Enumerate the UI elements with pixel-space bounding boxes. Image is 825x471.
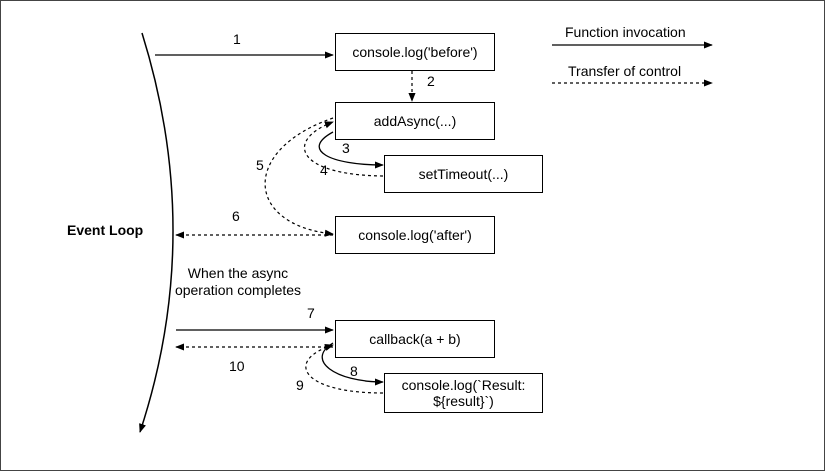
box-set-timeout: setTimeout(...) — [384, 155, 543, 193]
async-note: When the async operation completes — [174, 265, 302, 298]
arrow-step-9 — [305, 343, 384, 394]
step-number-10: 10 — [229, 358, 245, 374]
step-number-6: 6 — [232, 208, 240, 224]
step-number-5: 5 — [256, 157, 264, 173]
event-loop-label: Event Loop — [67, 222, 144, 238]
step-number-7: 7 — [307, 305, 315, 321]
box-callback: callback(a + b) — [335, 320, 495, 358]
box-console-log-after-label: console.log('after') — [358, 227, 472, 243]
box-console-log-result-line2: ${result}`) — [433, 393, 494, 409]
box-console-log-result-line1: console.log(`Result: — [401, 377, 526, 393]
box-console-log-result: console.log(`Result: ${result}`) — [384, 373, 543, 413]
box-add-async: addAsync(...) — [335, 102, 495, 140]
event-loop-curve — [139, 32, 174, 433]
arrow-step-3 — [318, 131, 384, 169]
step-number-3: 3 — [342, 140, 350, 156]
box-add-async-label: addAsync(...) — [373, 113, 457, 129]
arrow-step-5 — [264, 117, 334, 237]
box-console-log-before: console.log('before') — [335, 33, 495, 71]
step-number-2: 2 — [427, 73, 435, 89]
box-callback-label: callback(a + b) — [369, 331, 461, 347]
box-console-log-after: console.log('after') — [335, 216, 495, 254]
step-number-4: 4 — [320, 162, 328, 178]
legend-function-invocation-label: Function invocation — [565, 24, 686, 40]
step-number-9: 9 — [296, 377, 304, 393]
box-set-timeout-label: setTimeout(...) — [418, 166, 509, 182]
arrow-step-4 — [304, 121, 384, 177]
legend-transfer-of-control-label: Transfer of control — [568, 63, 682, 79]
step-number-8: 8 — [350, 363, 358, 379]
box-console-log-before-label: console.log('before') — [352, 44, 478, 60]
step-number-1: 1 — [233, 31, 241, 47]
